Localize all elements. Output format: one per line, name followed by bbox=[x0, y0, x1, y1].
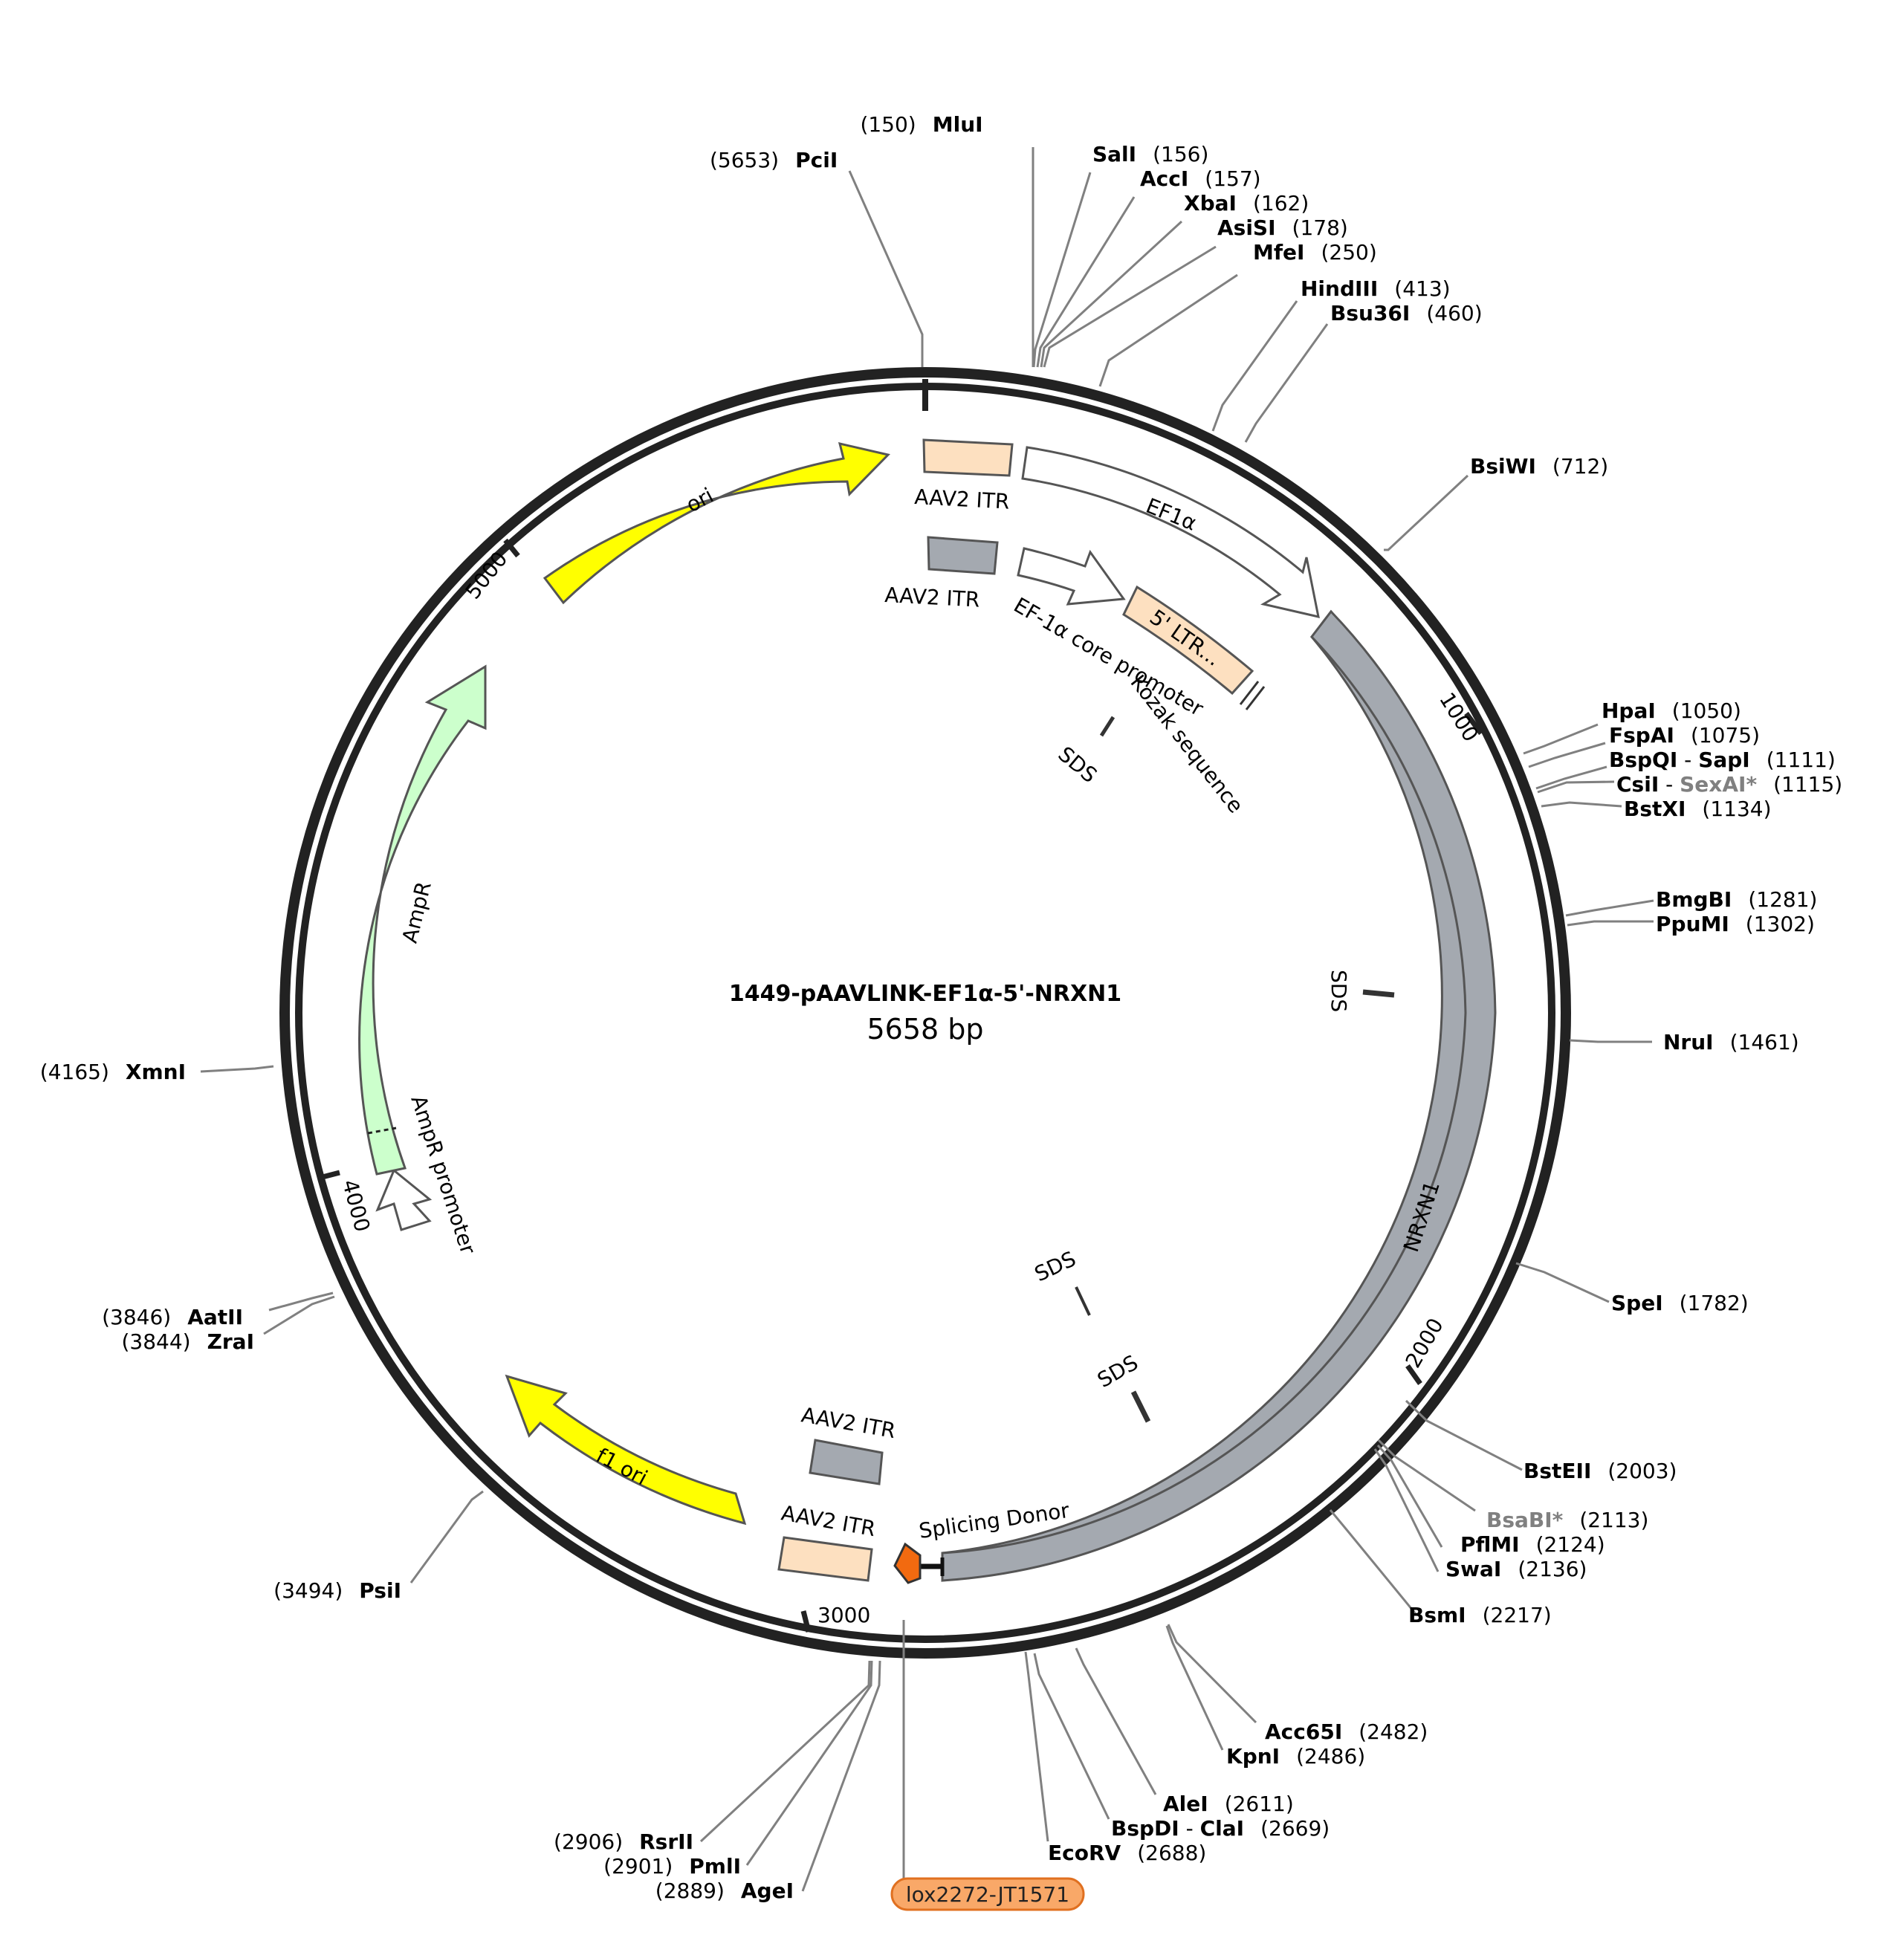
sds-mark-3 bbox=[1075, 1286, 1091, 1316]
site-pflmi: PflMI(2124) bbox=[1460, 1532, 1605, 1557]
plasmid-size: 5658 bp bbox=[867, 1013, 983, 1046]
aav2-itr-bottom-peach-box bbox=[777, 1536, 873, 1582]
ampr-promoter-arrow bbox=[375, 1168, 433, 1231]
tick-3000 bbox=[800, 1610, 812, 1633]
tick-label-3000: 3000 bbox=[817, 1603, 870, 1627]
site-xmni: (4165)XmnI bbox=[40, 1060, 186, 1084]
aav2-itr-bottom-peach-label: AAV2 ITR bbox=[780, 1500, 878, 1541]
site-bsabi: BsaBI*(2113) bbox=[1486, 1508, 1648, 1532]
site-psii: (3494)PsiI bbox=[273, 1578, 401, 1603]
site-bstxi: BstXI(1134) bbox=[1624, 797, 1772, 821]
aav2-itr-inner-box bbox=[927, 536, 999, 575]
site-agei: (2889)AgeI bbox=[655, 1879, 794, 1903]
tick-1000 bbox=[1464, 711, 1483, 736]
aav2-itr-inner-label: AAV2 ITR bbox=[884, 583, 981, 612]
splicing-donor-arrow bbox=[893, 1542, 922, 1584]
site-labels: (150)MluI (5653)PciI SalI(156) AccI(157)… bbox=[40, 112, 1842, 1903]
ef1a-arrow bbox=[1021, 446, 1320, 618]
kozak-mark bbox=[1239, 681, 1266, 710]
site-spei: SpeI(1782) bbox=[1611, 1291, 1749, 1315]
site-hindiii: HindIII(413) bbox=[1301, 276, 1451, 301]
ef1a-core-label: EF-1α core promoter bbox=[1010, 592, 1208, 721]
ampr-label: AmpR bbox=[398, 879, 436, 945]
site-swai: SwaI(2136) bbox=[1445, 1557, 1587, 1581]
site-aatii: (3846)AatII bbox=[102, 1305, 243, 1329]
site-bsiwi: BsiWI(712) bbox=[1470, 454, 1608, 479]
plasmid-title: 1449-pAAVLINK-EF1α-5'-NRXN1 5658 bp bbox=[729, 981, 1121, 1046]
ef1a-core-arrow bbox=[1017, 547, 1126, 606]
ltr5-box bbox=[1122, 585, 1254, 696]
site-bspdi-clai: BspDI - ClaI(2669) bbox=[1111, 1816, 1330, 1841]
nrxn1-body bbox=[941, 609, 1497, 1582]
site-bsu36i: Bsu36I(460) bbox=[1330, 301, 1483, 325]
primer-lox2272: lox2272-JT1571 bbox=[890, 1877, 1085, 1911]
tick-label-5000: 5000 bbox=[461, 547, 513, 603]
sds-mark-1 bbox=[1099, 716, 1115, 737]
site-zrai: (3844)ZraI bbox=[121, 1329, 254, 1354]
ampr-arrow bbox=[358, 664, 487, 1176]
site-bsteii: BstEII(2003) bbox=[1523, 1459, 1677, 1483]
site-asisi: AsiSI(178) bbox=[1217, 215, 1348, 240]
ampr-promoter-label: AmpR promoter bbox=[406, 1092, 480, 1257]
sds-mark-2 bbox=[1362, 989, 1395, 998]
tick-2000 bbox=[1405, 1364, 1422, 1386]
site-bspqi-sapi: BspQI - SapI(1111) bbox=[1609, 748, 1836, 772]
sds-label-3: SDS bbox=[1031, 1246, 1080, 1286]
aav2-itr-top-box bbox=[922, 438, 1014, 477]
aav2-itr-bottom-grey-box bbox=[809, 1439, 884, 1485]
leader-lines bbox=[200, 147, 1654, 1892]
backbone-outer-ring bbox=[279, 367, 1571, 1659]
site-ecorv: EcoRV(2688) bbox=[1048, 1841, 1206, 1865]
aav2-itr-bottom-grey-label: AAV2 ITR bbox=[800, 1402, 898, 1443]
site-pcii: (5653)PciI bbox=[710, 148, 838, 172]
site-pmli: (2901)PmlI bbox=[603, 1854, 741, 1879]
features: AAV2 ITR EF1α AAV2 ITR EF-1α core promot… bbox=[358, 438, 1497, 1584]
primer-box bbox=[890, 1877, 1085, 1911]
site-mfei: MfeI(250) bbox=[1253, 240, 1377, 265]
sds-label-1: SDS bbox=[1054, 742, 1102, 788]
sds-label-4: SDS bbox=[1093, 1350, 1142, 1393]
tick-4000 bbox=[319, 1170, 340, 1181]
site-kpni: KpnI(2486) bbox=[1226, 1744, 1365, 1769]
site-acc65i: Acc65I(2482) bbox=[1265, 1720, 1428, 1744]
site-csii-sexai: CsiI - SexAI*(1115) bbox=[1616, 772, 1842, 797]
ori-arrow bbox=[543, 441, 890, 605]
site-bsmi: BsmI(2217) bbox=[1408, 1603, 1552, 1627]
site-fspai: FspAI(1075) bbox=[1609, 723, 1760, 748]
sds-mark-4 bbox=[1130, 1390, 1151, 1423]
site-ppumi: PpuMI(1302) bbox=[1656, 912, 1815, 936]
site-acci: AccI(157) bbox=[1140, 166, 1261, 191]
tick-label-4000: 4000 bbox=[337, 1177, 375, 1234]
site-xbai: XbaI(162) bbox=[1184, 191, 1309, 215]
aav2-itr-top-label: AAV2 ITR bbox=[914, 484, 1011, 514]
tick-5000 bbox=[503, 538, 520, 558]
site-bmgbi: BmgBI(1281) bbox=[1656, 887, 1817, 912]
site-alei: AleI(2611) bbox=[1163, 1792, 1294, 1816]
site-rsrii: (2906)RsrII bbox=[554, 1829, 693, 1854]
primer-label: lox2272-JT1571 bbox=[906, 1882, 1069, 1907]
site-mlui: (150)MluI bbox=[860, 112, 982, 137]
sds-label-2: SDS bbox=[1327, 970, 1351, 1012]
plasmid-name: 1449-pAAVLINK-EF1α-5'-NRXN1 bbox=[729, 981, 1121, 1007]
site-sali: SalI(156) bbox=[1092, 142, 1208, 166]
site-nrui: NruI(1461) bbox=[1663, 1030, 1799, 1054]
f1-ori-arrow bbox=[505, 1374, 747, 1526]
site-hpai: HpaI(1050) bbox=[1602, 699, 1741, 723]
